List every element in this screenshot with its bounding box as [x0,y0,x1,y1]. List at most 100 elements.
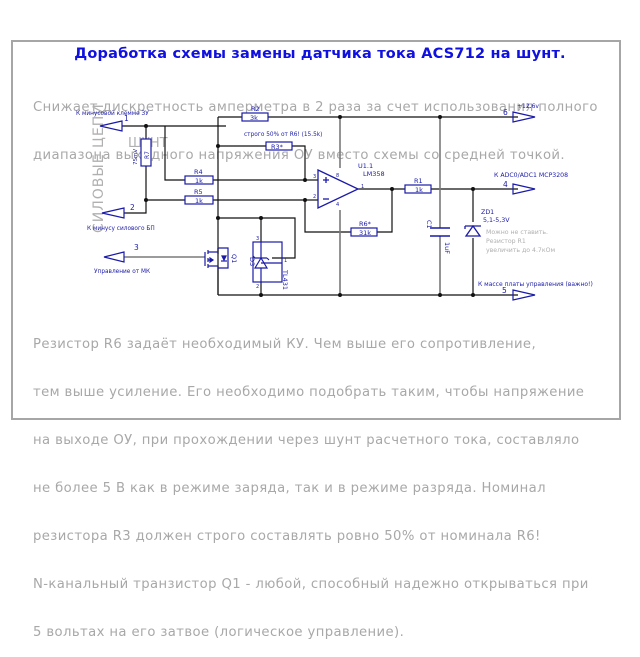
r3-note: строго 50% от R6! (15.5k) [244,132,322,138]
description-line: Резистор R6 задаёт необходимый КУ. Чем в… [33,337,537,352]
resistor-r7 [140,138,152,167]
zd1-ref: ZD1 [481,209,494,216]
description-bottom: Резистор R6 задаёт необходимый КУ. Чем в… [33,305,589,657]
junction-dot [216,144,220,148]
resistor-r3 [265,141,293,151]
junction-dot [259,293,263,297]
port-3-label: Управление от МК [94,269,150,275]
port-5-symbol [512,289,536,301]
opamp-value: LM358 [363,170,385,178]
zd1-note-line: Можно не ставить. [486,229,548,236]
zener-zd1 [464,224,482,237]
opamp-pin-gnd: 4 [336,202,339,208]
r7-ref: R7 [144,151,151,159]
r6-value: 31k [359,229,371,237]
junction-dot [471,187,475,191]
port-4-number: 4 [503,180,508,189]
wire [304,200,351,233]
description-line: Снижает дискретность амперметра в 2 раза… [33,100,598,115]
capacitor-c1 [430,227,450,237]
port-3-number: 3 [134,243,139,252]
r1-value: 1k [415,186,423,194]
junction-dot [144,198,148,202]
description-line: диапазона выходного напряжения ОУ вместо… [33,148,565,163]
port-4-symbol [512,183,536,195]
junction-dot [438,293,442,297]
port-6-number: 6 [503,108,508,117]
port-2-symbol [101,207,125,219]
junction-dot [390,187,394,191]
resistor-r2 [241,112,269,122]
port-5-number: 5 [502,286,507,295]
port-1-number: 1 [124,114,129,123]
junction-dot [471,293,475,297]
junction-dot [438,115,442,119]
d3-ref: D3 [248,257,256,266]
junction-dot [144,124,148,128]
port-5-label: К массе платы управления (важно!) [478,281,593,288]
r1-ref: R1 [414,177,423,185]
wire [377,189,393,233]
resistor-r1 [404,184,432,194]
c1-value: 1uF [443,242,451,254]
opamp-plus-sign [323,177,329,183]
opamp-pin-plus: 3 [313,174,316,180]
drawing-frame [11,40,621,420]
resistor-r6 [350,227,378,237]
junction-dot [303,178,307,182]
r6-ref: R6* [359,220,372,228]
opamp-pin-vcc: 8 [336,173,339,179]
wire [164,126,185,181]
d3-value: TL431 [281,269,289,290]
zd1-note-line: Резистор R1 [486,238,526,245]
description-line: резистора R3 должен строго составлять ро… [33,529,541,544]
r5-value: 1k [195,197,203,205]
tl431-pin-ref: 1 [284,258,287,264]
mosfet-q1 [204,247,229,269]
opamp-pin-minus: 2 [313,194,316,200]
page-title: Доработка схемы замены датчика тока ACS7… [74,46,566,62]
port-6-label: +12.6v [517,103,539,110]
port-1-symbol [99,120,123,132]
tl431-pin-k: 3 [256,236,259,242]
description-line: тем выше усиление. Его необходимо подобр… [33,385,585,400]
wire [124,200,147,214]
opamp-pin-out: 1 [361,184,364,190]
description-line: N-канальный транзистор Q1 - любой, спосо… [33,577,589,592]
port-2-label: К минусу силового БП [87,226,155,232]
junctions [144,115,475,297]
description-line: 5 вольтах на его затвое (логическое упра… [33,625,405,640]
r7-value: 75mV [133,149,139,165]
description-line: не более 5 В как в режиме заряда, так и … [33,481,546,496]
wires [122,116,518,296]
resistor-r5 [184,195,214,205]
r4-ref: R4 [194,168,203,176]
port-4-label: К ADC0/ADC1 MCP3208 [494,172,568,179]
zd1-value: 5,1-5,3V [483,217,510,224]
schematic: СИЛОВЫЕ ЦЕПИ ШУНТ [76,103,593,301]
c1-ref: C1 [425,220,433,229]
q1-ref: Q1 [230,254,238,263]
zd1-note-line: увеличить до 4.7кОм [486,247,555,254]
tl431-d3 [252,241,283,283]
description-line: на выходе ОУ, при прохождении через шунт… [33,433,580,448]
r4-value: 1k [195,177,203,185]
power-circuits-label: СИЛОВЫЕ ЦЕПИ [91,103,107,233]
resistor-r4 [184,175,214,185]
port-6-symbol [512,111,536,123]
description-top: Снижает дискретность амперметра в 2 раза… [33,68,598,180]
r2-ref: R2 [251,105,260,113]
r2-value: 3k [250,114,258,122]
junction-dot [338,293,342,297]
junction-dot [338,115,342,119]
port-2-number: 2 [130,203,135,212]
opamp-ref: U1.1 [358,162,373,170]
tl431-pin-a: 2 [256,284,259,290]
r5-ref: R5 [194,188,203,196]
junction-dot [216,216,220,220]
r3-ref: R3* [271,143,284,151]
junction-dot [303,198,307,202]
port-3-symbol [103,251,125,263]
wire [218,217,296,259]
port-1-label: К минусовой клемме ЗУ [76,110,149,117]
